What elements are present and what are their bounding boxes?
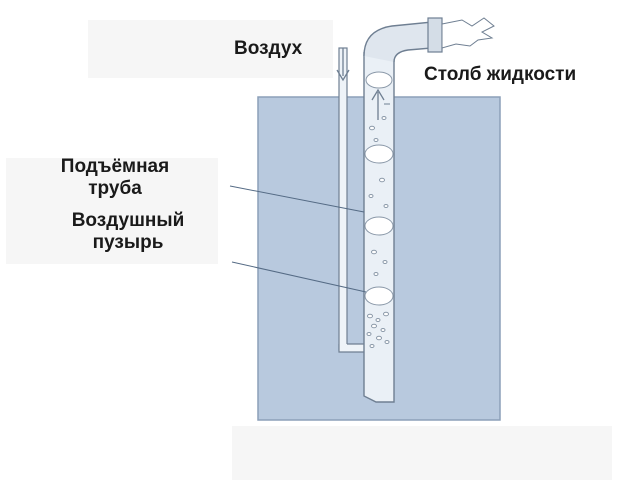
bubble-large [364, 144, 394, 164]
lift-tube-pointer [229, 185, 365, 213]
air-bubble-label: Воздушный пузырь [46, 210, 210, 254]
top-label-panel [88, 20, 333, 78]
bottom-label-panel [232, 426, 612, 480]
liquid-column-label: Столб жидкости [424, 64, 577, 85]
air-bubble-label-line2: пузырь [92, 231, 164, 253]
lift-tube-label-line2: труба [88, 177, 142, 199]
air-bubble-label-line1: Воздушный [71, 210, 185, 231]
air-label: Воздух [234, 38, 303, 59]
lift-tube-label-line1: Подъёмная [60, 156, 170, 177]
bubbles [364, 71, 394, 348]
bubble-large [364, 216, 394, 236]
left-label-panel [6, 158, 218, 264]
bubble-large [365, 71, 393, 89]
lift-tube-label: Подъёмная труба [40, 156, 190, 200]
air-inlet-arrow [336, 48, 350, 82]
air-bubble-pointer [231, 261, 367, 293]
bubble-large [364, 286, 394, 306]
flow-up-arrow [371, 88, 390, 120]
